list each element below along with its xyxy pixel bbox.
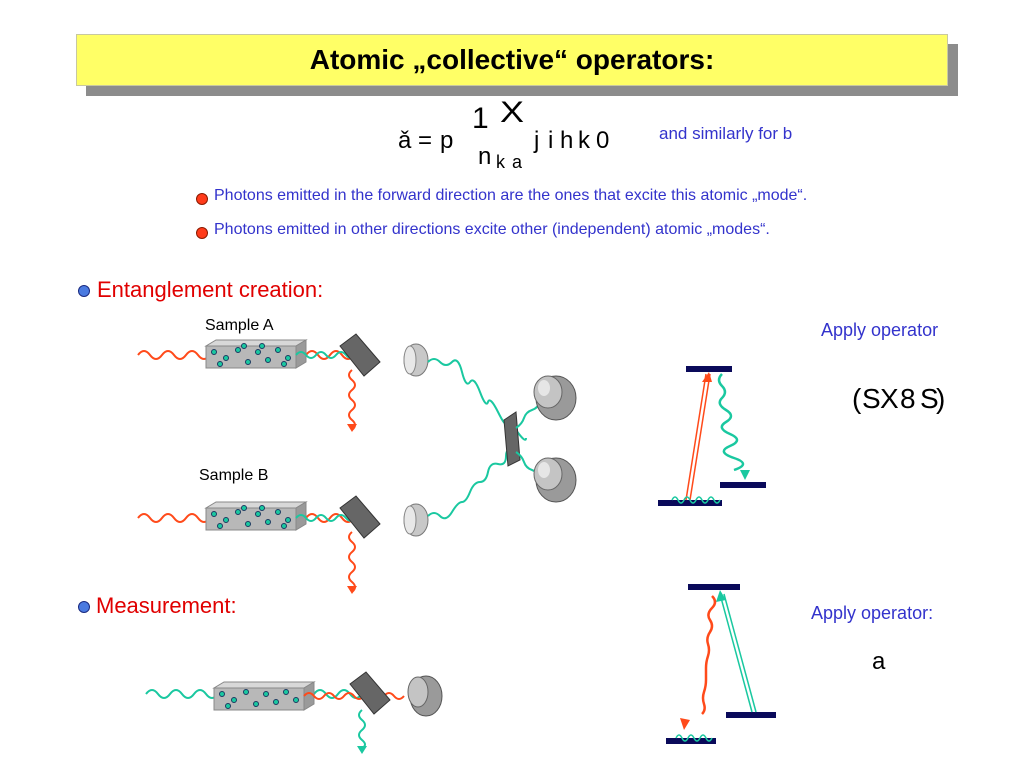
operator-symbol: a	[872, 648, 886, 675]
formula-glyph: k	[496, 152, 506, 172]
bullet-icon	[78, 285, 90, 297]
sample-a-cell	[204, 339, 308, 369]
readout-red-photon	[303, 692, 405, 700]
operator-formula: ( S X 8 S )	[852, 383, 945, 414]
lens-b	[403, 503, 429, 537]
beam-splitter-a	[339, 333, 381, 377]
heading-measurement: Measurement:	[96, 593, 237, 618]
formula-glyph: =	[418, 127, 432, 154]
formula-glyph: p	[440, 127, 453, 154]
measurement-sample-cell	[212, 681, 316, 711]
scattered-photon-b	[295, 514, 357, 522]
sub-bullet-forward: Photons emitted in the forward direction…	[214, 187, 808, 204]
formula-glyph: (	[852, 383, 862, 414]
formula-glyph: X	[500, 96, 524, 129]
label-sample-b: Sample B	[199, 467, 269, 484]
formula-glyph: ǎ	[398, 127, 412, 154]
filtered-photon-b	[348, 531, 356, 593]
level-diagram-readout	[666, 584, 776, 744]
measurement-atoms	[219, 689, 299, 709]
storage-level	[726, 712, 776, 718]
formula-note: and similarly for b	[659, 124, 793, 143]
readout-green-down	[358, 709, 366, 749]
heading-entanglement: Entanglement creation:	[97, 277, 324, 302]
output-path-upper	[515, 401, 541, 429]
formula-glyph: j	[533, 127, 539, 154]
sub-bullet-other: Photons emitted in other directions exci…	[214, 221, 770, 238]
detector-lower	[533, 457, 577, 503]
atoms-a	[211, 343, 291, 367]
title-banner: Atomic „collective“ operators:	[76, 34, 948, 86]
collective-operator-formula: 1 X ǎ = p n j i h k 0 k a	[398, 96, 609, 172]
bullet-icon	[196, 193, 208, 205]
measurement-detector	[407, 675, 443, 717]
storage-level	[720, 482, 766, 488]
formula-glyph: n	[478, 143, 491, 170]
scattered-photon-a	[295, 351, 357, 359]
formula-glyph: )	[936, 383, 945, 414]
formula-glyph: S	[862, 383, 881, 414]
formula-glyph: 8	[900, 383, 916, 414]
formula-glyph: i	[548, 127, 553, 154]
label-sample-a: Sample A	[205, 317, 274, 334]
excited-level	[686, 366, 732, 372]
lens-a	[403, 343, 429, 377]
formula-glyph: X	[880, 383, 899, 414]
page-title: Atomic „collective“ operators:	[309, 44, 715, 75]
apply-operator-label: Apply operator	[821, 320, 939, 340]
filtered-photon-a	[348, 369, 356, 431]
apply-operator-label-2: Apply operator:	[811, 603, 934, 623]
ground-level	[658, 500, 722, 506]
formula-glyph: h	[560, 127, 573, 154]
level-diagram-excitation	[658, 366, 766, 506]
formula-glyph: 1	[472, 102, 489, 135]
detector-upper	[533, 375, 577, 421]
formula-glyph: k	[578, 127, 591, 154]
excited-level	[688, 584, 740, 590]
formula-glyph: a	[512, 152, 523, 172]
ground-level	[666, 738, 716, 744]
photon-path-b	[427, 448, 517, 520]
bullet-icon	[78, 601, 90, 613]
measurement-beam-splitter	[349, 671, 391, 715]
formula-glyph: 0	[596, 127, 609, 154]
beam-splitter-b	[339, 495, 381, 539]
atoms-b	[211, 505, 291, 529]
formula-glyph: S	[920, 383, 939, 414]
bullet-icon	[196, 227, 208, 239]
